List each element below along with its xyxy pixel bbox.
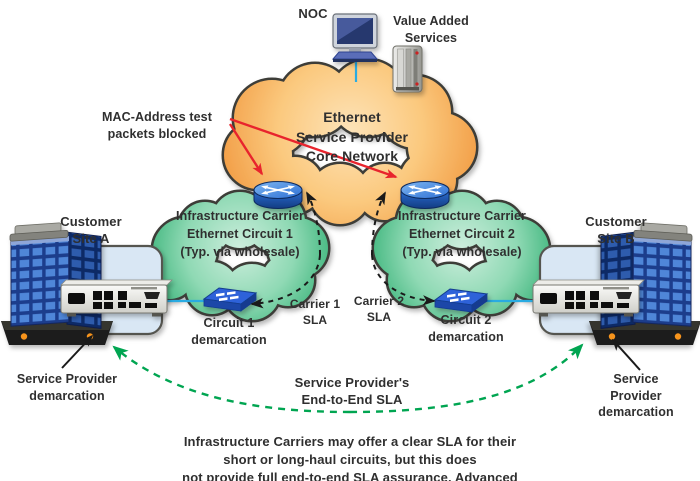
mac-blocked-arrow-left: [228, 123, 264, 176]
carrier1-sla-arrow-to-router: [306, 191, 321, 256]
sp-demarcation-pointer-right: [611, 338, 641, 371]
server-tower-icon: [392, 45, 423, 93]
carrier2-sla-arrow-to-router: [371, 191, 386, 256]
end-to-end-sla-arc-left: [112, 345, 351, 414]
monitor-icon: [332, 13, 378, 63]
carrier1-sla-arrow-to-switch: [250, 254, 321, 309]
end-to-end-sla-arc-right: [349, 343, 584, 414]
mac-blocked-arrow-right: [229, 117, 398, 179]
router-icon-left: [253, 180, 303, 210]
edd-device-icon-site-b: [532, 279, 645, 317]
carrier2-sla-arrow-to-switch: [371, 254, 436, 306]
router-icon-right: [400, 180, 450, 210]
edd-device-icon-site-a: [60, 279, 173, 317]
sp-demarcation-pointer-left: [61, 334, 94, 369]
